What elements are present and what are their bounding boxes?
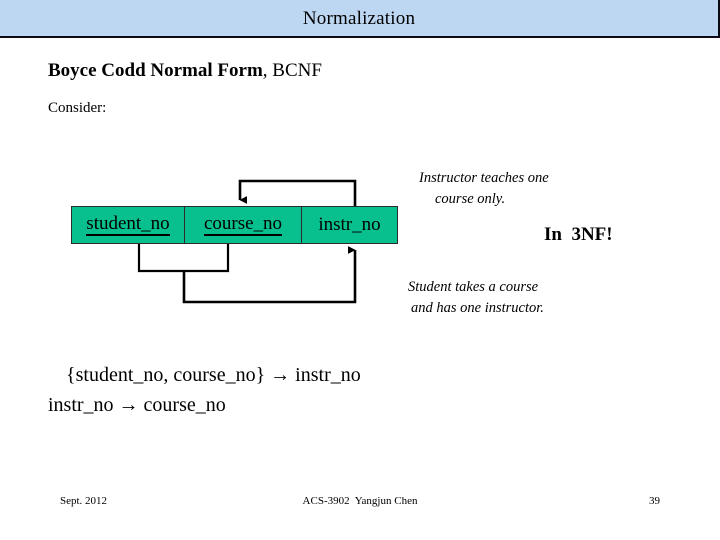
arrow-instr-no-to-course-no [238,179,357,206]
functional-dependency-list: {student_no, course_no} → instr_no instr… [48,360,361,420]
relation-attribute-course-no: course_no [185,207,302,243]
normal-form-verdict: In 3NF! [544,224,613,245]
arrow-key-to-instr-no [137,244,357,304]
footer-date: Sept. 2012 [60,495,108,507]
page-title: Normalization [302,7,416,29]
note-line-1: Instructor teaches one [419,170,549,186]
note-line-2: course only. [435,191,506,208]
section-heading: Boyce Codd Normal Form, BCNF [48,60,322,82]
footer-course-info: ACS-3902 Yangjun Chen [302,495,418,507]
consider-label: Consider: [48,100,107,116]
relation-schema-table: student_no course_no instr_no [71,206,398,244]
section-heading-bold: Boyce Codd Normal Form [48,60,263,81]
note-instructor-teaches-one-course: Instructor teaches one course only. [419,168,549,210]
functional-dependency-2: instr_no → course_no [48,394,226,416]
functional-dependency-1: {student_no, course_no} → instr_no [66,364,361,386]
section-heading-plain: , BCNF [262,60,322,81]
slide-footer: Sept. 2012 ACS-3902 Yangjun Chen 39 [0,495,720,515]
relation-attribute-student-no: student_no [72,207,185,243]
attribute-label: course_no [203,213,283,236]
slide-title-bar: Normalization [0,0,720,38]
relation-attribute-instr-no: instr_no [302,207,397,243]
note-line-1: Student takes a course [408,279,539,295]
footer-page-number: 39 [649,495,660,507]
note-student-takes-a-course: Student takes a course and has one instr… [408,277,544,319]
attribute-label: instr_no [318,214,381,236]
note-line-2: and has one instructor. [411,300,544,317]
attribute-label: student_no [86,213,170,236]
